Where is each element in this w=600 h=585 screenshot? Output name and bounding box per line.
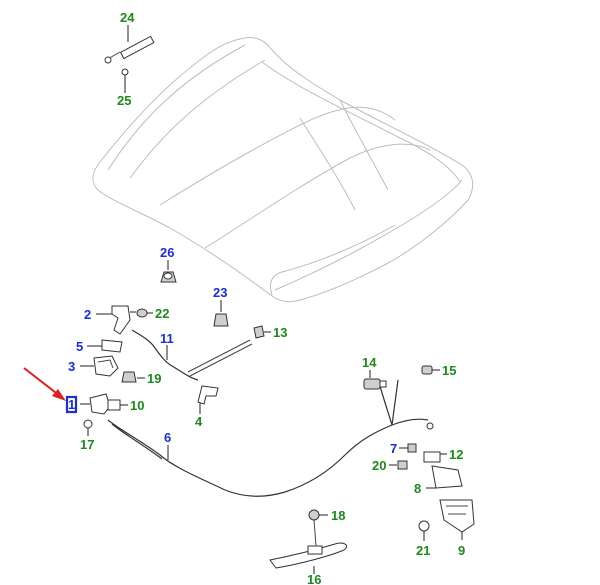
clip-19: [121, 371, 145, 383]
callout-12: 12: [449, 447, 463, 462]
callout-25: 25: [117, 93, 131, 108]
callout-10: 10: [130, 398, 144, 413]
callout-18: 18: [331, 508, 345, 523]
callout-24: 24: [120, 10, 135, 25]
gas-strut: [104, 25, 155, 93]
release-handle-14: [363, 370, 387, 390]
callout-26: 26: [160, 245, 174, 260]
callout-17: 17: [80, 437, 94, 452]
callout-11: 11: [160, 331, 174, 346]
hood-outline: [92, 37, 474, 303]
pointer-arrow-icon: [23, 367, 66, 401]
callout-1-highlight: [65, 395, 78, 414]
cable-end-cluster: [389, 443, 463, 489]
callout-14: 14: [362, 355, 377, 370]
callout-20: 20: [372, 458, 386, 473]
callout-9: 9: [458, 543, 465, 558]
callout-13: 13: [273, 325, 287, 340]
callout-8: 8: [414, 481, 421, 496]
release-cable-main: [107, 379, 434, 497]
latch-body: [80, 355, 119, 377]
bump-stop: [213, 300, 229, 327]
callout-3: 3: [68, 359, 75, 374]
release-bracket: [96, 305, 136, 335]
callout-6: 6: [164, 430, 171, 445]
mounting-bracket-9: [418, 499, 475, 541]
nut-22: [136, 308, 153, 318]
callout-4: 4: [195, 414, 203, 429]
callout-16: 16: [307, 572, 321, 585]
callout-21: 21: [416, 543, 430, 558]
bracket-5: [87, 339, 123, 353]
hood-latch-assembly: [80, 393, 128, 436]
callout-19: 19: [147, 371, 161, 386]
release-lever-16: [269, 509, 348, 574]
callout-5: 5: [76, 339, 83, 354]
callout-23: 23: [213, 285, 227, 300]
callout-7: 7: [390, 441, 397, 456]
hood-striker: [160, 260, 177, 283]
cable-bracket-4: [197, 385, 219, 414]
callout-1: 1: [68, 397, 75, 412]
callout-22: 22: [155, 306, 169, 321]
callout-15: 15: [442, 363, 456, 378]
grommet-15: [421, 365, 440, 375]
release-cable-upper: [131, 325, 271, 381]
callout-2: 2: [84, 307, 91, 322]
